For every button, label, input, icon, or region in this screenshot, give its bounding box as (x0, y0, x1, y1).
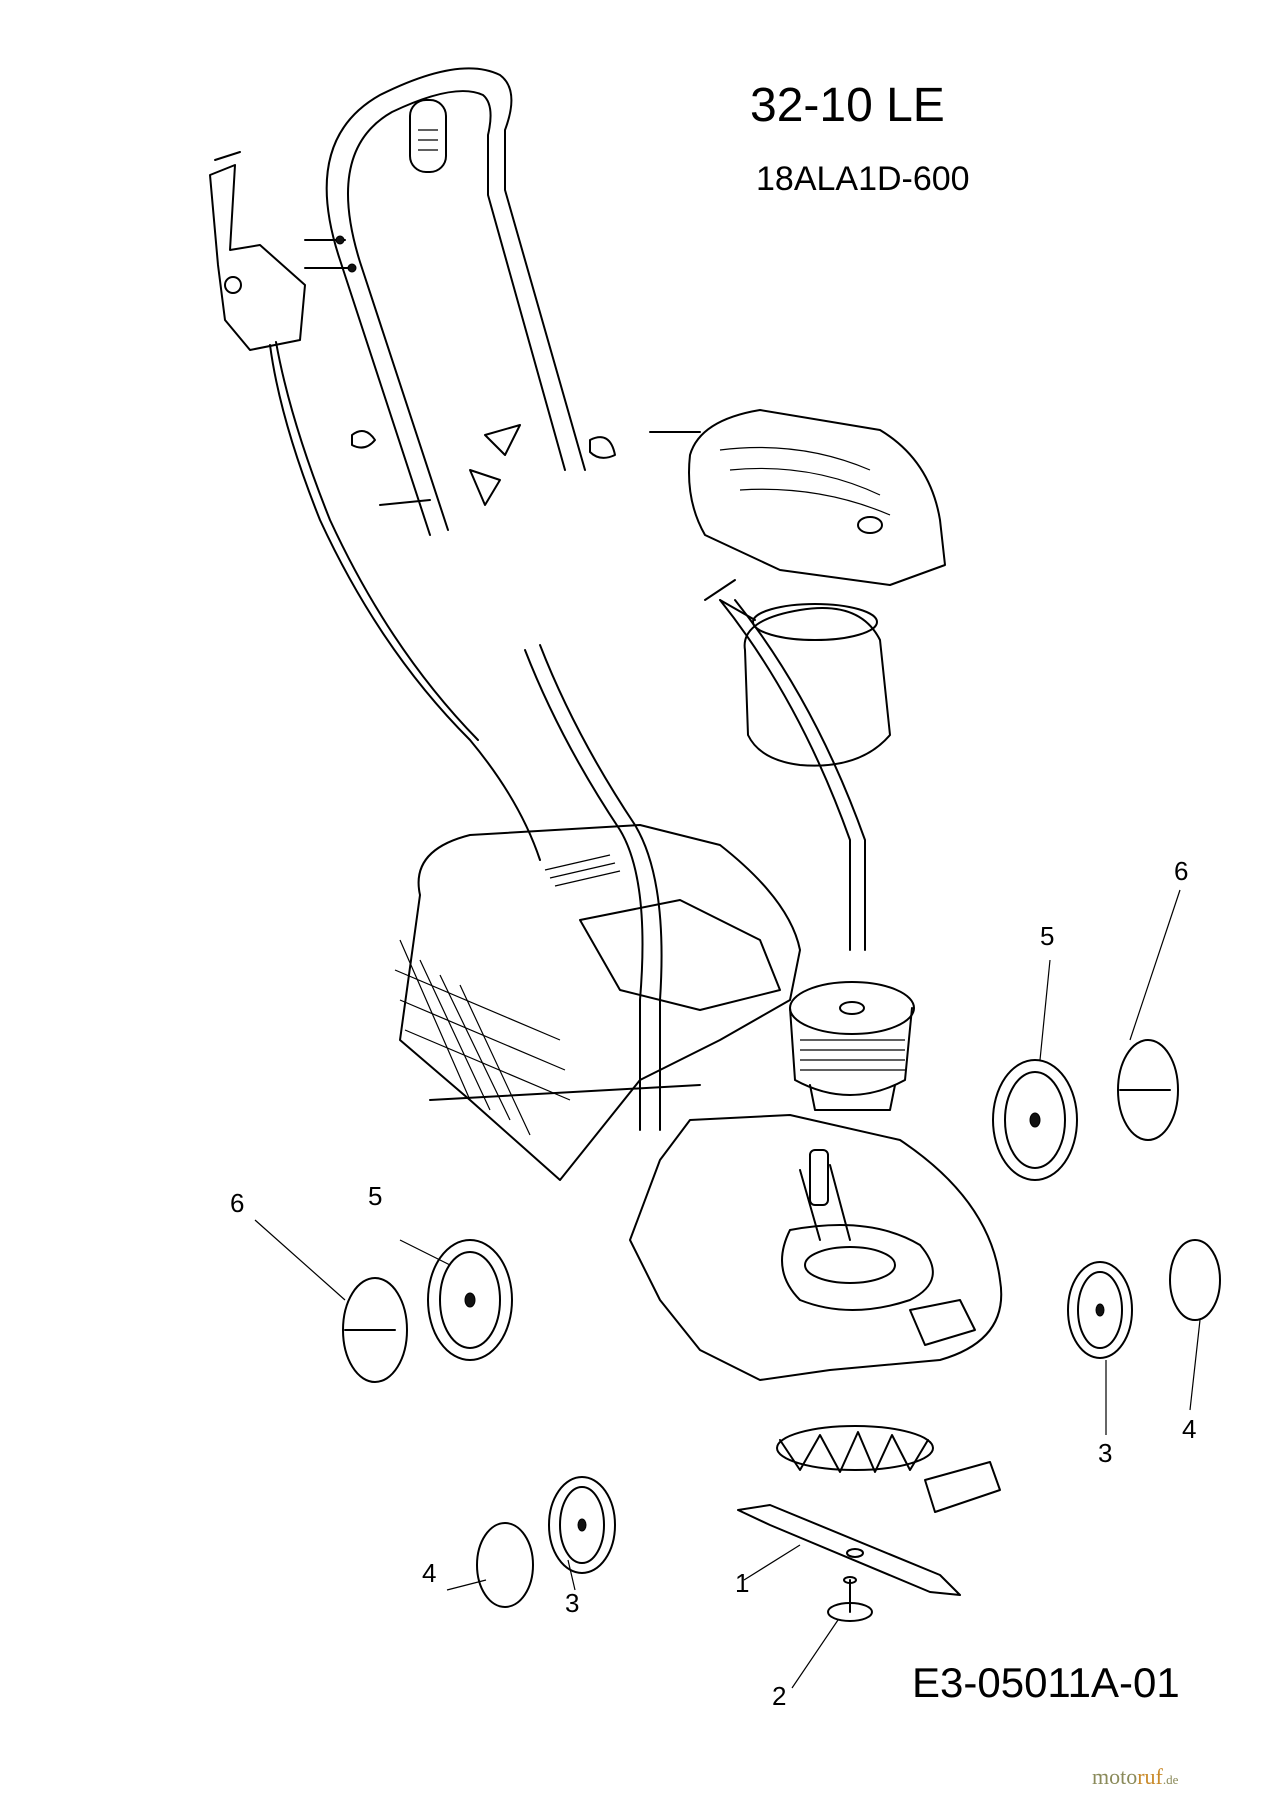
model-title: 32-10 LE (750, 79, 945, 132)
upper-handle (325, 67, 586, 536)
blade (737, 1504, 961, 1596)
diagram-code: E3-05011A-01 (912, 1659, 1180, 1706)
callout-blade: 1 (735, 1568, 749, 1598)
switch-box (209, 151, 306, 351)
callout-blade-adapter: 2 (772, 1681, 786, 1711)
motor (789, 981, 915, 1111)
callout-wheel-rear-left: 5 (368, 1181, 382, 1211)
handle-bolts-upper (304, 235, 357, 273)
watermark-part2: ruf (1137, 1764, 1163, 1789)
fan (776, 1425, 934, 1473)
callout-hubcap-rear-right: 6 (1174, 856, 1188, 886)
callout-leaders (254, 889, 1201, 1689)
callout-wheel-front-right: 3 (1098, 1438, 1112, 1468)
callout-wheel-front-left: 3 (565, 1588, 579, 1618)
hubcap-rear-left (342, 1277, 408, 1383)
model-number: 18ALA1D-600 (756, 160, 970, 198)
mower-deck (629, 1114, 1003, 1381)
hubcap-rear-right (1117, 1039, 1179, 1141)
callout-numbers: 1 2 3 3 4 4 5 5 6 6 (230, 856, 1196, 1711)
callout-hubcap-front-left: 4 (422, 1558, 436, 1588)
wheel-rear-left (427, 1239, 513, 1361)
watermark-part1: moto (1092, 1764, 1138, 1789)
wheel-rear-right (992, 1059, 1078, 1181)
handle-knobs (351, 424, 701, 506)
hubcap-front-right (1169, 1239, 1221, 1321)
wheel-front-right (1067, 1261, 1133, 1359)
wheel-front-left (548, 1476, 616, 1574)
motor-cover (688, 409, 946, 586)
handle-grip-icon (409, 99, 447, 173)
lower-handle (524, 579, 866, 1131)
hubcap-front-left (476, 1522, 534, 1608)
callout-wheel-rear-right: 5 (1040, 921, 1054, 951)
watermark: motoruf.de (1092, 1766, 1178, 1788)
cable (269, 341, 541, 861)
grass-catcher (394, 824, 801, 1181)
callout-hubcap-front-right: 4 (1182, 1414, 1196, 1444)
blade-adapter (827, 1576, 873, 1622)
capacitor-block (924, 1461, 1001, 1513)
motor-housing (719, 599, 891, 767)
callout-hubcap-rear-left: 6 (230, 1188, 244, 1218)
watermark-suffix: .de (1162, 1772, 1179, 1787)
